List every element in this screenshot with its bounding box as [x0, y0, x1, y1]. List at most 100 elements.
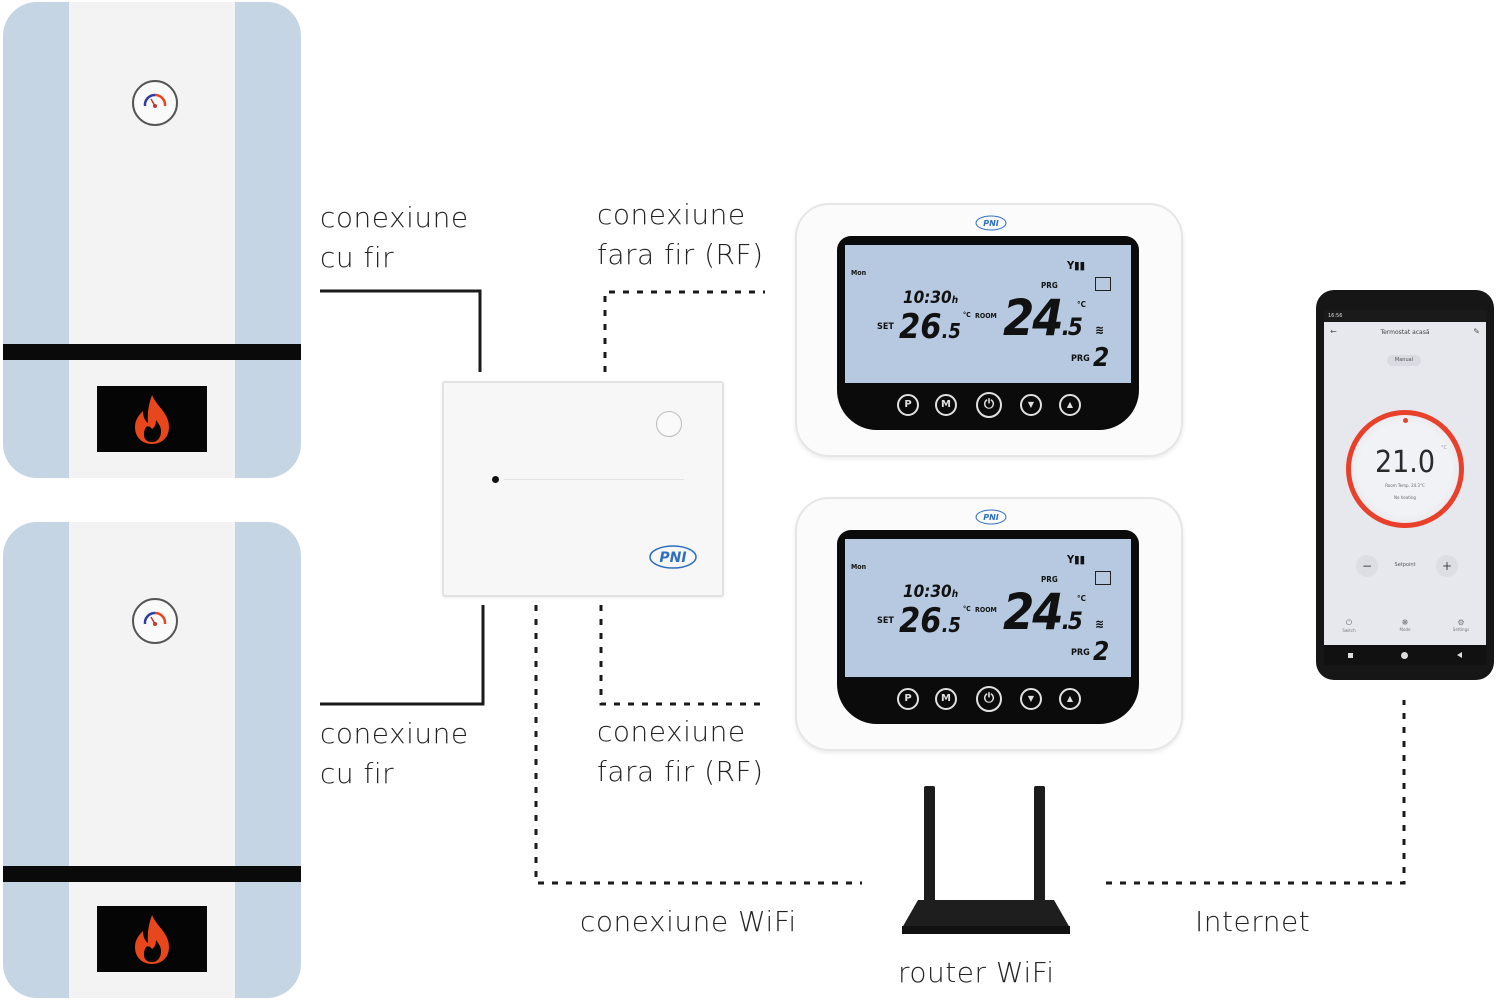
tab-label: Mode: [1399, 627, 1411, 632]
receiver-groove: [504, 479, 684, 480]
power-button[interactable]: ⏻: [976, 392, 1002, 418]
router-base: [902, 926, 1070, 934]
room-temp-readout: Room Temp. 24.3°C: [1385, 483, 1425, 488]
app-title: Termostat acasă: [1380, 329, 1430, 336]
router-antenna-left: [924, 786, 935, 902]
room-temperature: 24.5: [1003, 583, 1083, 641]
down-button[interactable]: ▼: [1020, 394, 1042, 416]
program-button[interactable]: P: [897, 688, 919, 710]
room-temp-dec: .5: [1061, 607, 1083, 635]
heating-icon: ≋: [1095, 323, 1105, 337]
status-time: 16:56: [1328, 313, 1343, 319]
room-temp-int: 24: [1003, 583, 1064, 641]
set-unit: °C: [963, 605, 971, 613]
mode-icon: ❋: [1401, 618, 1409, 627]
up-button[interactable]: ▲: [1059, 394, 1081, 416]
rf-line-top: [603, 290, 765, 372]
label-router: router WiFi: [898, 956, 1055, 989]
router-body: [902, 900, 1070, 928]
decrease-button[interactable]: −: [1356, 555, 1378, 577]
set-temperature: 26.5: [899, 601, 961, 641]
internet-line: [1106, 700, 1406, 885]
tab-label: Settings: [1452, 627, 1470, 632]
mode-button[interactable]: M: [935, 688, 957, 710]
label-line: conexiune: [597, 198, 746, 231]
up-button[interactable]: ▲: [1059, 688, 1081, 710]
flame-icon: [97, 906, 207, 972]
pni-logo-icon: PNI: [975, 215, 1007, 235]
home-icon[interactable]: [1401, 651, 1409, 659]
pni-logo-icon: PNI: [975, 509, 1007, 529]
signal-icon: Y▮▮: [1067, 259, 1086, 272]
power-button[interactable]: ⏻: [976, 686, 1002, 712]
increase-button[interactable]: +: [1436, 555, 1458, 577]
svg-text:PNI: PNI: [659, 550, 686, 566]
thermostat-top: PNI Mon 10:30h SET 26.5 °C ROOM 24.5 °C …: [795, 203, 1183, 457]
label-line: cu fir: [320, 241, 395, 274]
setpoint-label: Setpoint: [1394, 562, 1416, 568]
edit-icon[interactable]: ✎: [1473, 327, 1480, 336]
setpoint-dial[interactable]: 21.0 °C Room Temp. 24.3°C No heating: [1346, 410, 1464, 528]
settings-icon: ⚙: [1457, 618, 1465, 627]
room-temp-dec: .5: [1061, 313, 1083, 341]
program-number: 2: [1093, 637, 1110, 667]
android-nav-bar: [1324, 645, 1486, 665]
thermostat-bezel: Mon 10:30h SET 26.5 °C ROOM 24.5 °C PRG …: [837, 530, 1139, 724]
back-arrow-icon[interactable]: ←: [1330, 327, 1337, 336]
window-icon: [1095, 571, 1111, 585]
phone-screen: 16:56 ← Termostat acasă ✎ Manual 21.0 °C…: [1324, 310, 1486, 645]
back-icon[interactable]: [1456, 652, 1462, 658]
clock-time: 10:30h: [903, 288, 958, 308]
mode-badge[interactable]: Manual: [1387, 355, 1421, 366]
boiler-band: [3, 866, 301, 882]
label-line: conexiune: [597, 715, 746, 748]
label-wired-bottom: conexiune cu fir: [320, 714, 469, 794]
clock-unit: h: [951, 589, 959, 600]
room-unit: °C: [1077, 300, 1086, 309]
label-line: conexiune: [320, 717, 469, 750]
boiler-bottom: [3, 522, 301, 998]
rf-line-bottom: [599, 605, 760, 706]
set-temp-dec: .5: [941, 613, 961, 637]
label-line: conexiune: [320, 201, 469, 234]
room-label: ROOM: [975, 606, 997, 614]
svg-text:PNI: PNI: [983, 219, 999, 228]
receiver-unit: PNI: [442, 381, 724, 597]
thermostat-bottom: PNI Mon 10:30h SET 26.5 °C ROOM 24.5 °C …: [795, 497, 1183, 751]
down-button[interactable]: ▼: [1020, 688, 1042, 710]
flame-icon: [97, 386, 207, 452]
receiver-button[interactable]: [656, 411, 682, 437]
clock-time: 10:30h: [903, 582, 958, 602]
recent-apps-icon[interactable]: [1348, 652, 1354, 658]
tab-settings[interactable]: ⚙ Settings: [1446, 618, 1476, 632]
tab-mode[interactable]: ❋ Mode: [1390, 618, 1420, 632]
label-wifi: conexiune WiFi: [580, 905, 797, 938]
receiver-led-icon: [492, 476, 499, 483]
label-line: fara fir (RF): [597, 755, 764, 788]
label-internet: Internet: [1195, 905, 1311, 938]
thermostat-lcd: Mon 10:30h SET 26.5 °C ROOM 24.5 °C PRG …: [845, 539, 1131, 677]
label-rf-top: conexiune fara fir (RF): [597, 195, 764, 275]
tab-switch[interactable]: ⏻ Switch: [1334, 618, 1364, 633]
set-temperature: 26.5: [899, 307, 961, 347]
program-number: 2: [1093, 343, 1110, 373]
boiler-band: [3, 344, 301, 360]
day-label: Mon: [851, 269, 867, 277]
set-temp-int: 26: [899, 601, 942, 641]
heating-icon: ≋: [1095, 617, 1105, 631]
prg-indicator: PRG: [1041, 575, 1058, 584]
wifi-line: [534, 605, 862, 885]
label-wired-top: conexiune cu fir: [320, 198, 469, 278]
room-label: ROOM: [975, 312, 997, 320]
thermostat-lcd: Mon 10:30h SET 26.5 °C ROOM 24.5 °C PRG …: [845, 245, 1131, 383]
wired-line-top: [320, 289, 482, 372]
heating-status: No heating: [1394, 495, 1416, 500]
status-bar: 16:56: [1324, 310, 1486, 322]
program-button[interactable]: P: [897, 394, 919, 416]
thermostat-bezel: Mon 10:30h SET 26.5 °C ROOM 24.5 °C PRG …: [837, 236, 1139, 430]
power-icon: ⏻: [1345, 618, 1353, 627]
label-line: cu fir: [320, 757, 395, 790]
pressure-gauge-icon: [132, 80, 178, 126]
mode-button[interactable]: M: [935, 394, 957, 416]
wired-line-bottom: [320, 605, 485, 706]
